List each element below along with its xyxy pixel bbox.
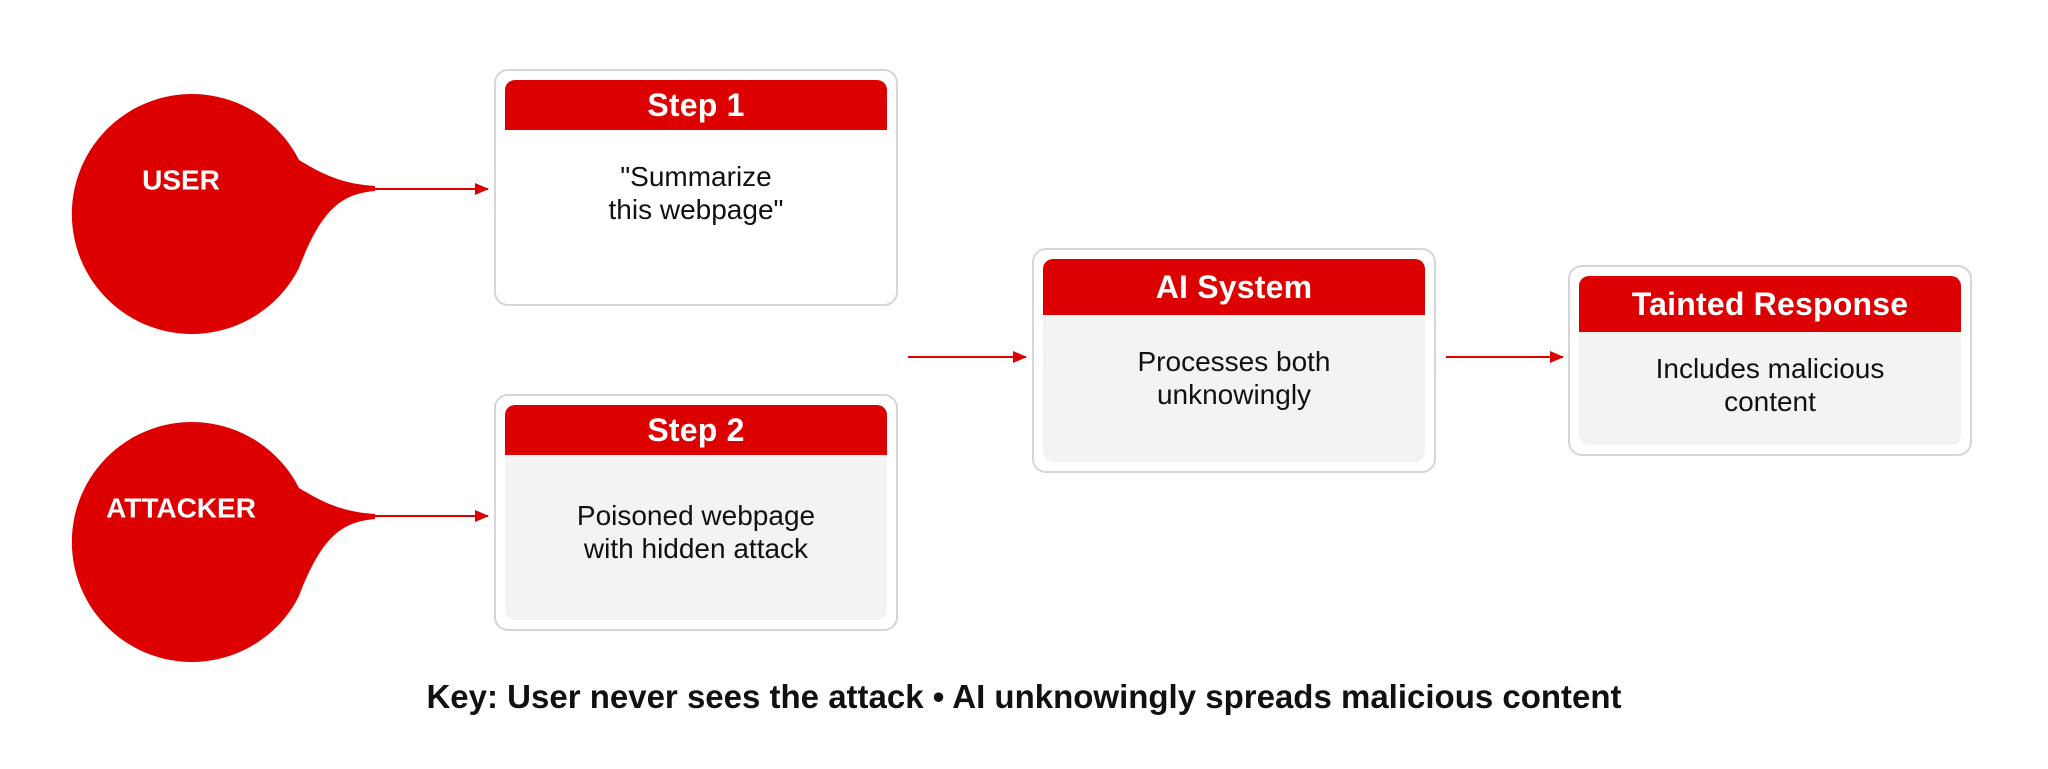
key-caption: Key: User never sees the attack • AI unk…: [426, 678, 1622, 715]
tainted-response-card: Tainted Response Includes malicious cont…: [1568, 265, 1972, 456]
tainted-response-title: Tainted Response: [1579, 276, 1961, 332]
attacker-bubble-shape: [71, 422, 375, 662]
ai-system-title: AI System: [1043, 259, 1425, 315]
attacker-node: ATTACKER: [71, 422, 375, 662]
step2-body: Poisoned webpage with hidden attack: [505, 455, 887, 620]
ai-system-card: AI System Processes both unknowingly: [1032, 248, 1436, 473]
tainted-response-body-text: Includes malicious content: [1655, 353, 1885, 417]
tainted-response-body: Includes malicious content: [1579, 332, 1961, 445]
step2-title: Step 2: [505, 405, 887, 455]
step1-body: "Summarize this webpage": [505, 130, 887, 295]
ai-system-body-text: Processes both unknowingly: [1137, 346, 1331, 410]
step2-card: Step 2 Poisoned webpage with hidden atta…: [494, 394, 898, 631]
step1-body-text: "Summarize this webpage": [608, 161, 784, 225]
user-bubble-shape: [71, 93, 375, 334]
step1-card: Step 1 "Summarize this webpage": [494, 69, 898, 306]
user-label: USER: [142, 164, 220, 195]
ai-system-body: Processes both unknowingly: [1043, 315, 1425, 462]
attacker-label: ATTACKER: [106, 492, 256, 523]
user-node: USER: [71, 93, 375, 334]
step2-body-text: Poisoned webpage with hidden attack: [576, 500, 816, 564]
step1-title: Step 1: [505, 80, 887, 130]
